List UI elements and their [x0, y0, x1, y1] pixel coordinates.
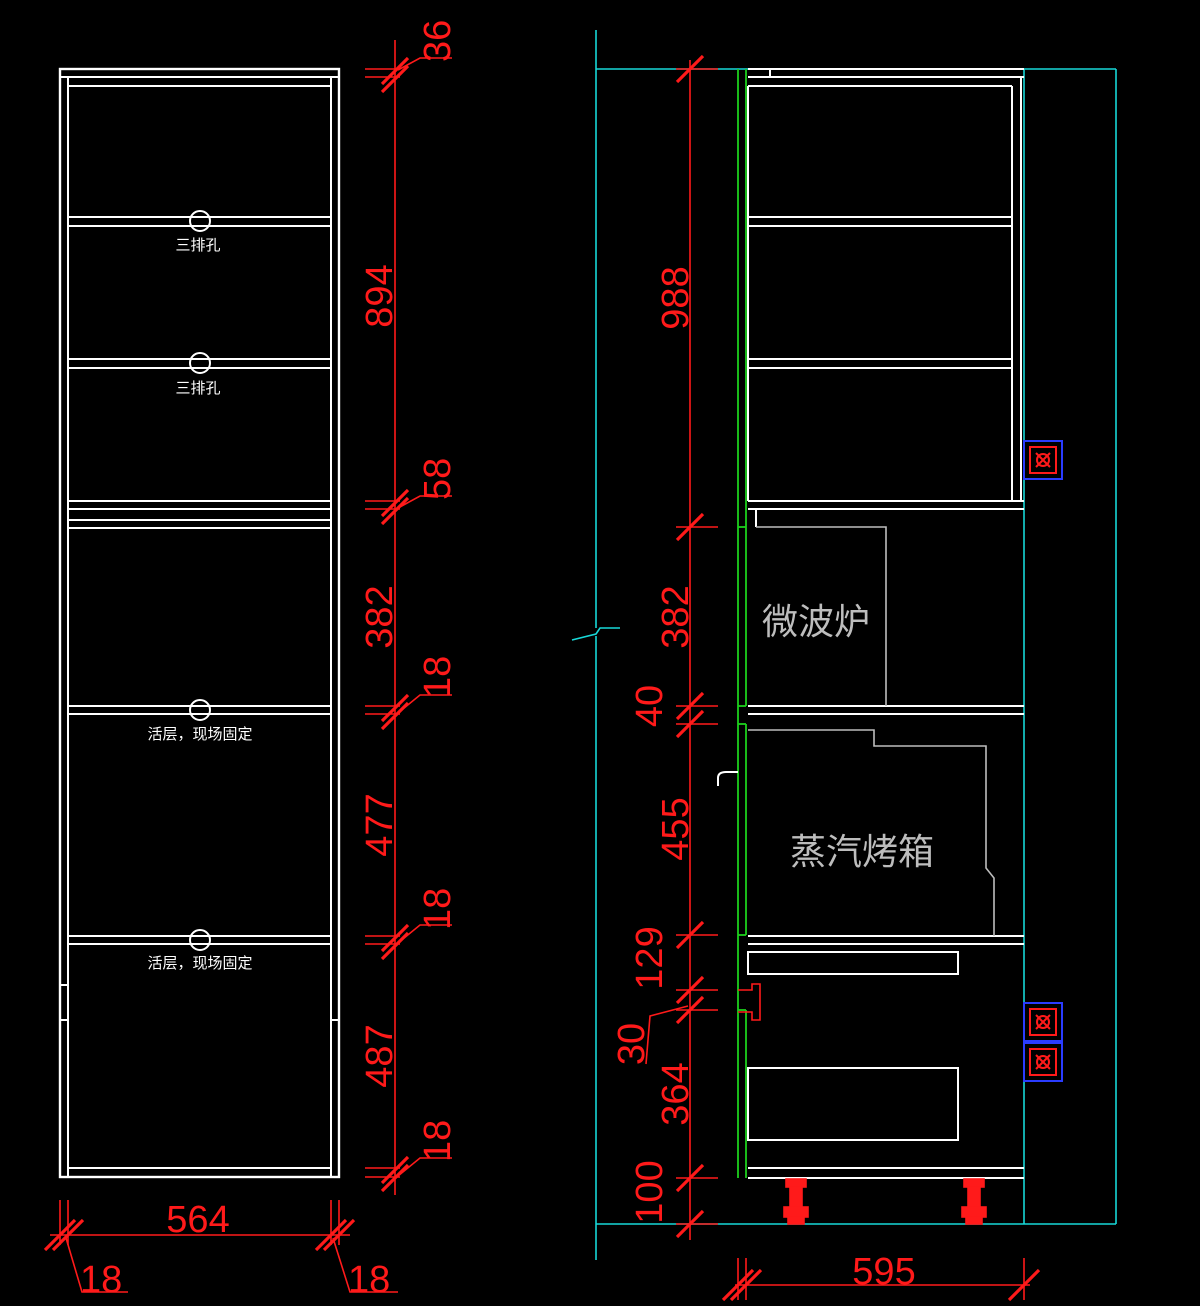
dim-microwave-section: 382: [359, 585, 401, 648]
break-symbol: [571, 627, 620, 641]
foot-front-icon: [783, 1178, 809, 1225]
drawer-upper: [747, 951, 959, 975]
dim-upper-drawer: 129: [629, 926, 671, 989]
appliance-microwave: 微波炉: [756, 526, 887, 706]
electrical-sockets: [1023, 440, 1063, 1082]
hole-marker-1: [189, 210, 211, 232]
side-horizontal-dimension: 595: [721, 1251, 1041, 1302]
shelf-3: [68, 500, 331, 529]
dim-lower-drawer: 364: [655, 1062, 697, 1125]
dim-cabinet-depth: 595: [852, 1251, 915, 1293]
socket-upper-icon: [1023, 440, 1063, 480]
dim-oven-opening: 455: [655, 797, 697, 860]
dim-bottom-section: 487: [359, 1024, 401, 1087]
note-adjustable-shelf-2: 活层，现场固定: [147, 954, 252, 972]
drawer-lower: [747, 1067, 959, 1141]
dim-oven-section: 477: [359, 793, 401, 856]
microwave-outline: [756, 526, 887, 706]
cabinet-outer-frame: [58, 67, 341, 1179]
dim-shelf-thickness-1: 18: [417, 656, 459, 698]
oven-handle: [717, 771, 738, 786]
note-three-rows-2: 三排孔: [175, 379, 220, 397]
dim-double-board: 58: [417, 458, 459, 500]
note-adjustable-shelf-1: 活层，现场固定: [147, 725, 252, 743]
front-vertical-dimensions: 36 894 58 382 18 477 18 487 18: [359, 20, 459, 1195]
appliance-steam-oven: 蒸汽烤箱: [748, 729, 995, 936]
dim-left-panel: 18: [80, 1259, 122, 1301]
socket-lower-1-icon: [1023, 1002, 1063, 1042]
dim-leader-30: [645, 1005, 689, 1065]
hole-marker-4: [189, 929, 211, 951]
shelf-2: [68, 358, 331, 369]
shelf-1: [68, 216, 331, 227]
dim-inner-width: 564: [166, 1199, 229, 1241]
socket-lower-2-icon: [1023, 1042, 1063, 1082]
foot-back-icon: [961, 1178, 987, 1225]
drawer-handle-profile: [738, 983, 761, 1021]
note-three-rows-1: 三排孔: [175, 236, 220, 254]
hole-marker-2: [189, 352, 211, 374]
front-horizontal-dimensions: 564 18 18: [43, 1199, 398, 1301]
side-view-cabinet: [717, 68, 1024, 1179]
dim-handle-gap: 30: [611, 1023, 653, 1065]
microwave-label: 微波炉: [762, 602, 870, 643]
steam-oven-outline: [748, 729, 995, 936]
dim-plinth: 100: [629, 1160, 671, 1223]
dim-right-panel: 18: [348, 1259, 390, 1301]
side-vertical-dimensions: 988 382 40 455 129 30 364 100: [611, 54, 718, 1240]
dim-upper-cabinet: 988: [655, 266, 697, 329]
front-view-cabinet: 三排孔 三排孔 活层，现场固定 活层，现场固定: [58, 67, 341, 1179]
dim-bottom-board: 18: [417, 1120, 459, 1162]
adjustable-feet: [783, 1178, 987, 1225]
shelf-4: [68, 705, 331, 715]
steam-oven-label: 蒸汽烤箱: [790, 832, 934, 873]
dim-top-board: 36: [417, 20, 459, 62]
shelf-5: [68, 935, 331, 945]
dim-shelf-thickness-2: 18: [417, 888, 459, 930]
hole-marker-3: [189, 699, 211, 721]
dim-divider: 40: [629, 685, 671, 727]
dim-upper-section: 894: [359, 264, 401, 327]
dim-microwave-opening: 382: [655, 585, 697, 648]
